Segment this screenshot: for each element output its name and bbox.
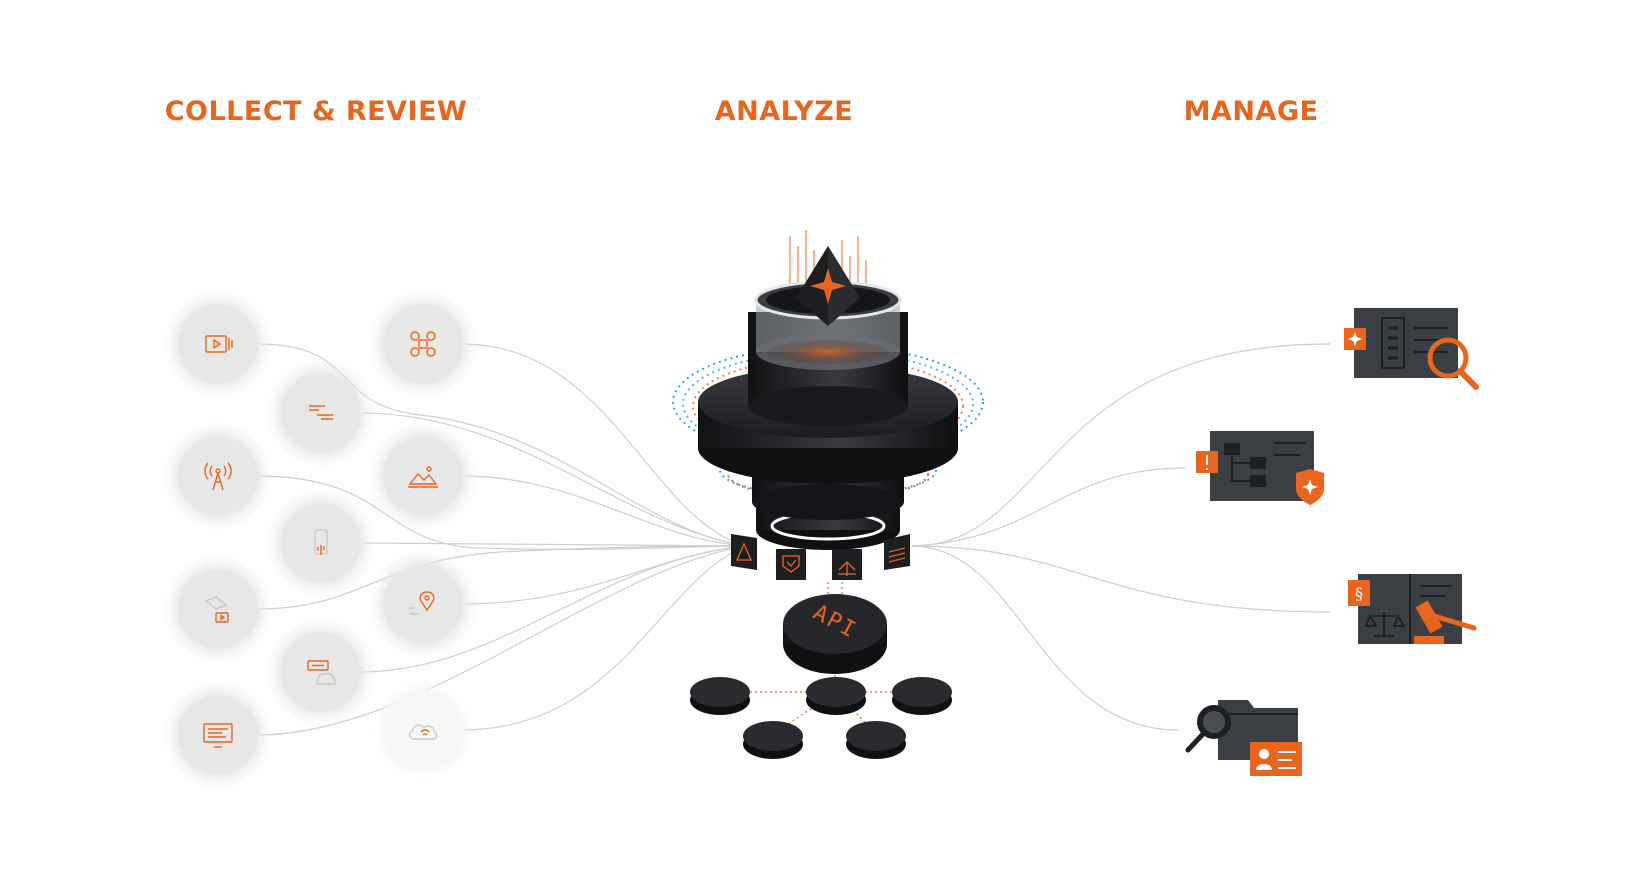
source-node-vehicle-camera[interactable] (178, 569, 258, 649)
network-node-3 (892, 677, 952, 715)
api-puck (783, 594, 887, 674)
network-node-1 (690, 677, 750, 715)
radio-tower-icon (204, 462, 232, 491)
analysis-engine-device (698, 246, 958, 550)
pyramid-icon (731, 534, 757, 570)
legal-gavel-icon: § (1348, 574, 1477, 644)
source-node-location[interactable] (383, 564, 463, 644)
layers-icon (884, 534, 910, 570)
shield-check-icon (776, 549, 806, 580)
manage-legal[interactable]: § (1344, 566, 1494, 666)
source-node-mobile[interactable] (281, 503, 361, 583)
upload-icon (832, 549, 862, 580)
source-node-license-plate[interactable] (281, 632, 361, 712)
manage-evidence[interactable] (1178, 690, 1328, 790)
manage-heading: MANAGE (1183, 96, 1319, 127)
source-node-drone[interactable] (383, 304, 463, 384)
manage-case-review[interactable] (1344, 296, 1494, 406)
svg-text:§: § (1355, 584, 1363, 603)
source-node-video[interactable] (178, 304, 258, 384)
collect-review-heading: COLLECT & REVIEW (164, 96, 468, 127)
desktop-computer-icon (203, 723, 233, 748)
document-search-icon (1344, 308, 1479, 390)
network-node-5 (846, 721, 906, 759)
network-node-2 (806, 677, 866, 715)
chat-messages-icon (309, 405, 333, 420)
license-plate-car-icon (307, 660, 336, 685)
cloud-wifi-icon (409, 724, 438, 740)
manage-investigation[interactable] (1188, 423, 1338, 523)
location-pin-icon (409, 591, 435, 615)
manage-connectors (911, 343, 1331, 731)
drone-icon (410, 331, 436, 357)
video-stream-icon (205, 335, 233, 353)
ai-star-icon (810, 268, 846, 304)
org-chart-badge-icon (1196, 431, 1324, 505)
source-node-cloud[interactable] (383, 690, 463, 770)
source-connectors (256, 343, 747, 736)
mobile-phone-icon (314, 529, 328, 555)
source-node-image[interactable] (383, 436, 463, 516)
analyze-heading: ANALYZE (714, 96, 854, 127)
analysis-modules (731, 534, 910, 580)
node-network (690, 677, 952, 759)
source-node-desktop[interactable] (178, 695, 258, 775)
folder-id-search-icon (1185, 700, 1302, 776)
source-node-chat[interactable] (281, 373, 361, 453)
source-node-radio[interactable] (178, 436, 258, 516)
network-node-4 (743, 721, 803, 759)
vehicle-camera-icon (204, 596, 229, 623)
image-icon (408, 466, 438, 488)
